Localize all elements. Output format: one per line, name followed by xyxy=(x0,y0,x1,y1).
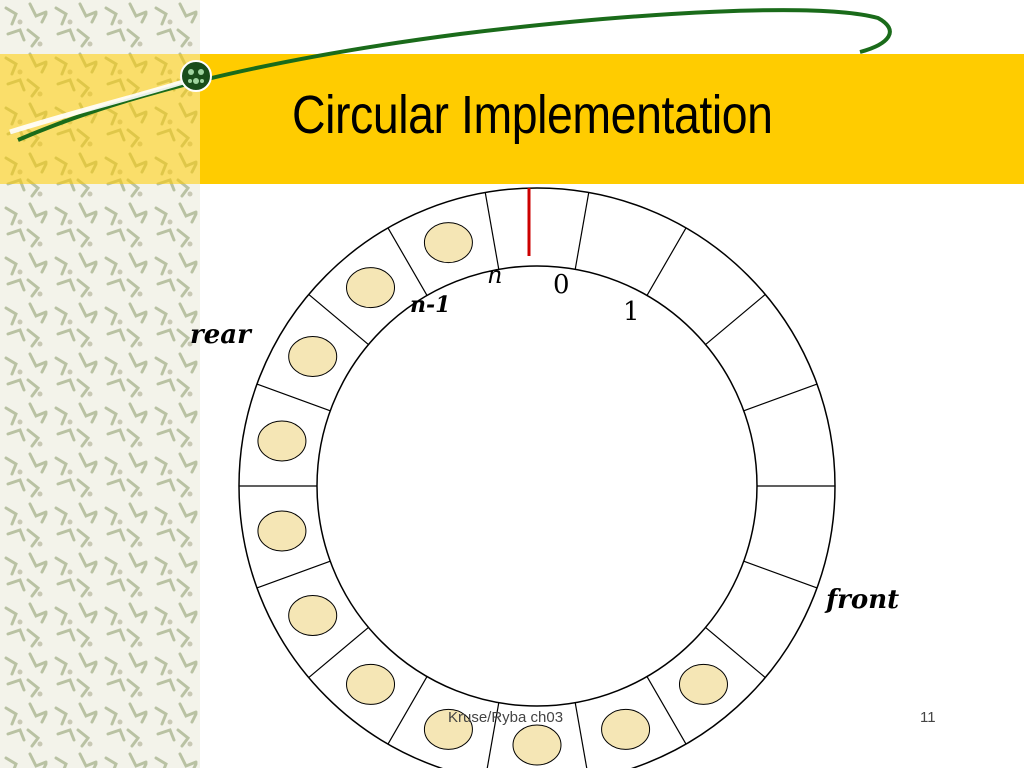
ring-cell-divider xyxy=(574,702,588,768)
queue-entry xyxy=(512,724,562,766)
ring-cell-divider xyxy=(486,702,500,768)
queue-entry xyxy=(346,663,396,705)
queue-entry xyxy=(257,420,307,462)
ring-cell-divider xyxy=(705,626,766,679)
queue-entry xyxy=(678,663,728,705)
ring-cell-divider xyxy=(646,676,687,745)
ring-cell-divider xyxy=(387,676,428,745)
ring-cell-divider xyxy=(308,293,369,346)
queue-entry xyxy=(346,267,396,309)
ring-cell-divider xyxy=(256,560,331,589)
ring-cell-divider xyxy=(387,227,428,296)
queue-entry xyxy=(601,708,651,750)
cells-group xyxy=(257,222,728,766)
ring-cell-divider xyxy=(484,192,500,270)
label-zero: 0 xyxy=(553,270,570,300)
ring-cell-divider xyxy=(705,293,766,346)
queue-entry xyxy=(423,708,473,750)
ring-cell-divider xyxy=(574,192,590,270)
label-rear: rear xyxy=(190,320,253,350)
queue-entry xyxy=(288,595,338,636)
label-n: n xyxy=(487,261,502,289)
decorative-pattern-strip xyxy=(0,0,200,768)
ring-cell-divider xyxy=(743,560,818,589)
label-one: 1 xyxy=(623,297,640,327)
label-n-minus-1: n-1 xyxy=(410,292,450,318)
queue-entry xyxy=(288,336,338,377)
page-title: Circular Implementation xyxy=(292,85,773,145)
ring-group xyxy=(238,187,836,768)
swoosh-decoration xyxy=(9,8,892,142)
ring-cell-divider xyxy=(256,383,331,412)
queue-entry xyxy=(257,510,307,552)
label-front: front xyxy=(824,585,899,615)
page-number: 11 xyxy=(920,709,936,726)
footer-text: Kruse/Ryba ch03 xyxy=(448,709,564,726)
ring-inner-circle xyxy=(316,265,758,707)
ring-cell-divider xyxy=(743,383,818,412)
queue-entry xyxy=(423,222,473,264)
ring-cell-divider xyxy=(646,227,687,296)
ring-cell-divider xyxy=(308,626,369,679)
